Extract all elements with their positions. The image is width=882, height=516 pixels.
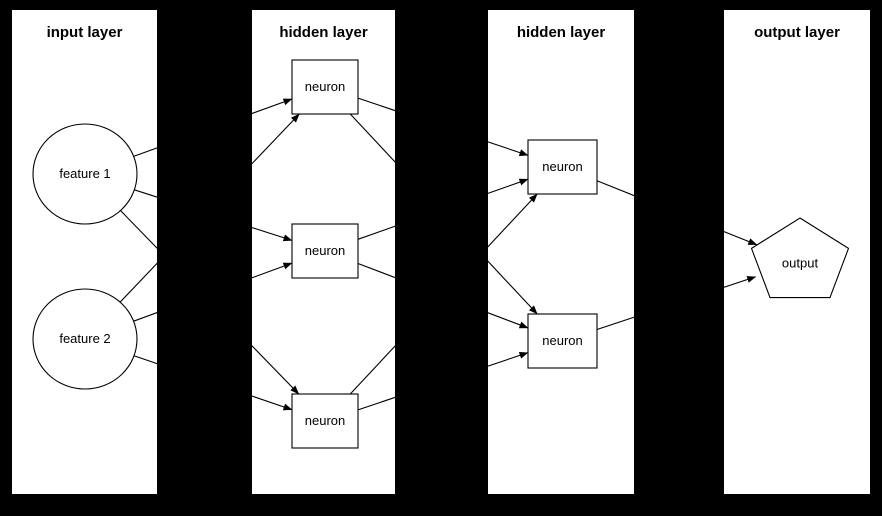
panel-title-output-layer: output layer [754, 24, 840, 41]
connection-edges [119, 97, 758, 411]
panel-title-hidden-layer-2: hidden layer [516, 24, 606, 41]
panel-title-hidden-layer-1: hidden layer [279, 24, 368, 41]
panel-output-layer: output layer [724, 10, 870, 494]
panel-input-layer: input layer [12, 10, 157, 494]
panel-hidden-layer-2: hidden layer [488, 10, 634, 494]
panel-title-input-layer: input layer [46, 24, 123, 41]
panel-hidden-layer-1: hidden layer [252, 10, 395, 494]
